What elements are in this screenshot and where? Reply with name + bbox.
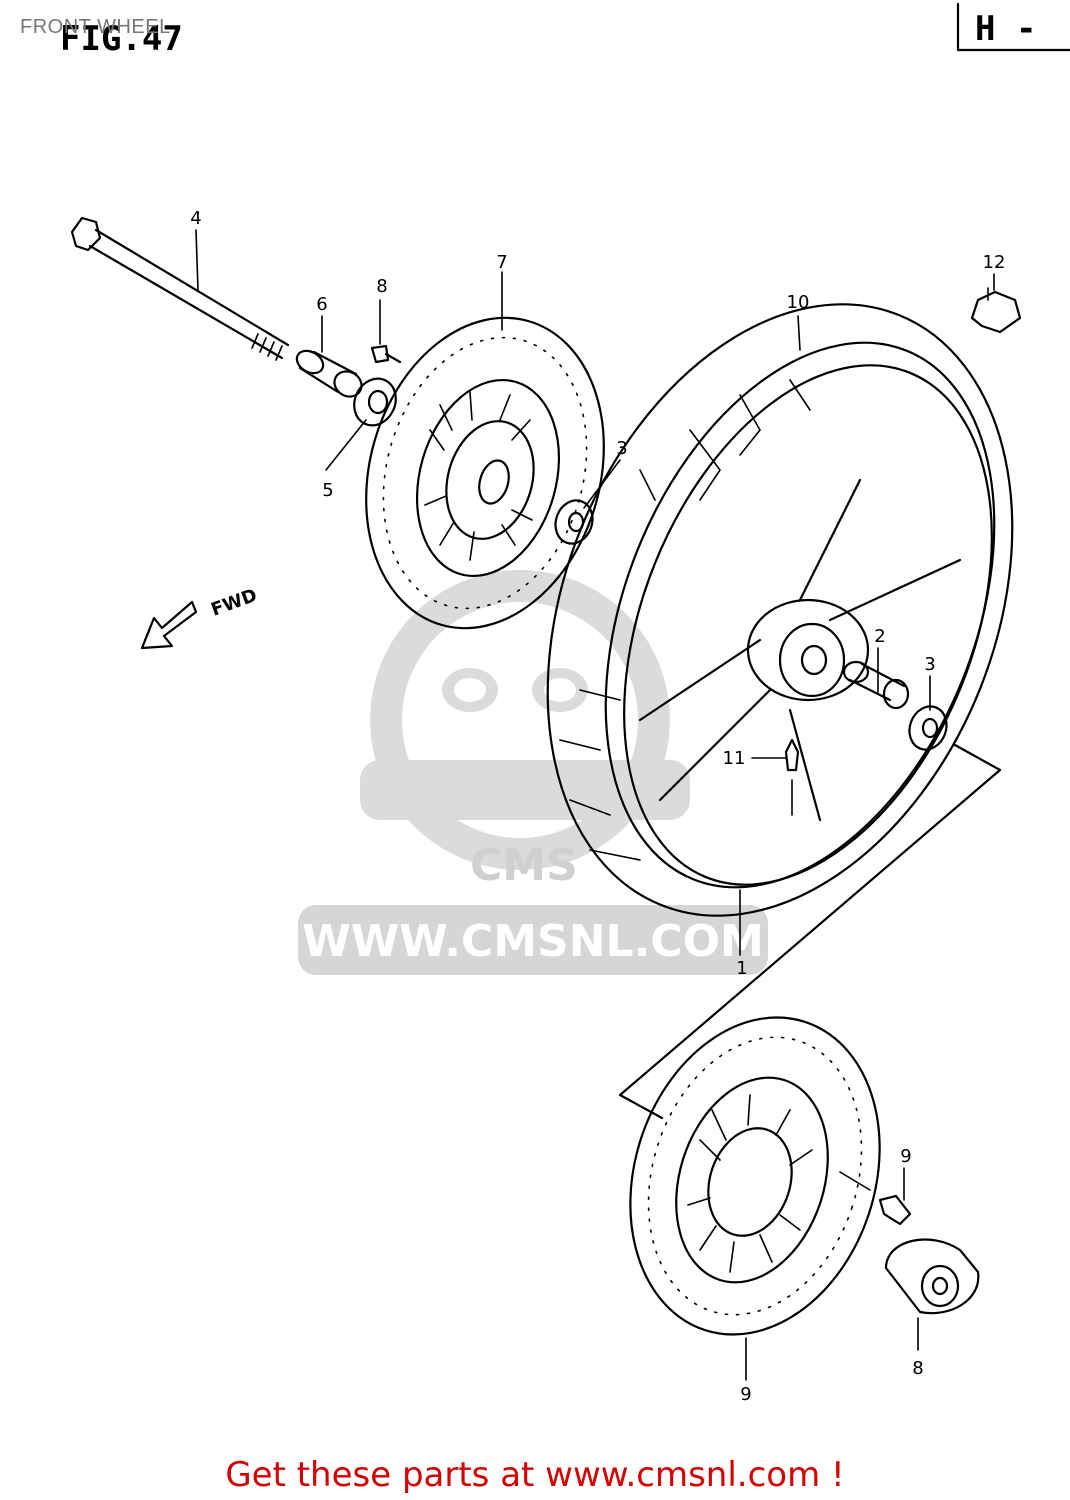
part-label-11: 11: [723, 748, 746, 769]
figure-label: FIG.47: [60, 19, 183, 59]
part-label-3-right: 3: [924, 654, 935, 675]
forward-arrow: FWD: [140, 585, 260, 650]
brake-disc-lower: [629, 1016, 881, 1336]
leader-lines: [195, 229, 995, 1381]
watermark: CMS WWW.CMSNL.COM: [298, 570, 768, 975]
watermark-url: WWW.CMSNL.COM: [302, 916, 764, 967]
balancer: [970, 287, 1022, 334]
section-badge-text: H -: [975, 9, 1036, 49]
part-label-12: 12: [983, 252, 1006, 273]
part-label-3-upper: 3: [616, 438, 627, 459]
dust-seal: [353, 377, 397, 427]
assembly-connector: [618, 743, 1002, 1120]
watermark-logo: CMS: [470, 840, 578, 891]
part-label-9-lower: 9: [900, 1146, 911, 1167]
disc-bolt-upper: [370, 344, 402, 364]
watermark-url-band: [298, 905, 768, 975]
spacer-left: [295, 349, 363, 398]
part-label-2: 2: [874, 626, 885, 647]
part-labels: 4 7 8 6 12 10 3 5 2 3 11 1 9 8 9: [190, 208, 1005, 1405]
page-title: FRONT WHEEL: [20, 16, 171, 38]
part-label-1: 1: [736, 958, 747, 979]
part-label-7: 8: [912, 1358, 923, 1379]
cta-link[interactable]: Get these parts at www.cmsnl.com !: [225, 1455, 845, 1495]
part-label-8-lower: 9: [740, 1384, 751, 1405]
speedometer-gearbox: [884, 1238, 980, 1315]
watermark-mascot: [360, 570, 690, 870]
bearing-right: [908, 705, 948, 751]
part-label-9-upper: 8: [376, 276, 387, 297]
part-label-6: 6: [316, 294, 327, 315]
disc-bolt-lower: [839, 1171, 912, 1226]
axle: [70, 216, 290, 361]
wheel: [623, 364, 993, 886]
forward-label: FWD: [208, 585, 259, 621]
part-label-8-upper: 7: [496, 252, 507, 273]
valve: [751, 738, 800, 816]
part-label-4: 4: [190, 208, 201, 229]
spacer-right: [842, 660, 910, 710]
part-label-10: 10: [787, 292, 810, 313]
tire: [546, 303, 1014, 917]
part-label-5: 5: [322, 480, 333, 501]
section-badge: H -: [956, 2, 1070, 52]
